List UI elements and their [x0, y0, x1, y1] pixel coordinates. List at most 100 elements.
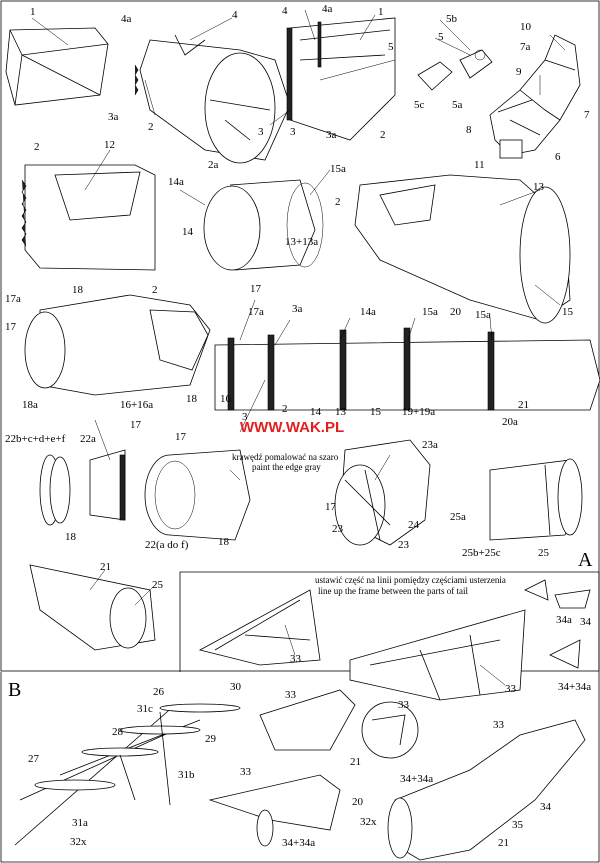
- label: 4: [232, 9, 238, 21]
- label: 31a: [72, 817, 88, 829]
- label: 3a: [108, 111, 119, 123]
- label: 18: [65, 531, 77, 543]
- label: 21: [100, 561, 111, 573]
- note-polish: ustawić część na linii pomiędzy częściam…: [315, 575, 506, 585]
- part-16-tail-section: [24, 294, 211, 396]
- label: 3: [242, 411, 248, 423]
- label: 16: [220, 393, 232, 405]
- part-21-tail-cone: [29, 564, 156, 651]
- label: 28: [112, 726, 124, 738]
- label: 21: [350, 756, 361, 768]
- label: 2: [282, 403, 288, 415]
- part-22-bulkheads: [39, 449, 126, 526]
- leader-lines: [31, 9, 566, 686]
- part-1-template-sheet: [286, 17, 396, 141]
- label: 34: [580, 616, 592, 628]
- label: 3: [290, 126, 296, 138]
- label: 15a: [330, 163, 346, 175]
- label: 26: [153, 686, 165, 698]
- label: 17: [175, 431, 187, 443]
- label: 2: [152, 284, 158, 296]
- label: 14a: [360, 306, 376, 318]
- label: 3: [258, 126, 264, 138]
- label: 18: [218, 536, 230, 548]
- label: 25a: [450, 511, 466, 523]
- label: 14: [182, 226, 194, 238]
- label: 33: [285, 689, 297, 701]
- label: 24: [408, 519, 420, 531]
- part-34-small-parts: [524, 579, 591, 669]
- label: 4: [282, 5, 288, 17]
- label: 17: [325, 501, 337, 513]
- part-23-section: [334, 439, 431, 546]
- label: 6: [555, 151, 561, 163]
- website-url: WWW.WAK.PL: [240, 419, 344, 436]
- label: 17: [5, 321, 17, 333]
- part-33-vertical-fin: [198, 589, 321, 666]
- label: 22b+c+d+e+f: [5, 433, 66, 445]
- label: 23: [398, 539, 410, 551]
- label: 3a: [292, 303, 303, 315]
- label: 35: [512, 819, 524, 831]
- label: 20: [450, 306, 462, 318]
- label: 4a: [121, 13, 132, 25]
- note-english: line up the frame between the parts of t…: [318, 586, 468, 596]
- label: 10: [520, 21, 532, 33]
- label: 18: [72, 284, 84, 296]
- part-2-21-fuselage-strip: [214, 327, 600, 411]
- label: 34: [540, 801, 552, 813]
- label: 15a: [422, 306, 438, 318]
- label: 13+13a: [285, 236, 318, 248]
- part-26-31-stabilizer-frame: [14, 703, 241, 846]
- label: 30: [230, 681, 242, 693]
- label: 2: [380, 129, 386, 141]
- label: 5: [388, 41, 394, 53]
- label: 25b+25c: [462, 547, 501, 559]
- label: 5b: [446, 13, 458, 25]
- label: 13: [335, 406, 347, 418]
- part-1-panel: [5, 27, 109, 106]
- label: 13: [533, 181, 545, 193]
- label: 22a: [80, 433, 96, 445]
- part-33-horizontal-stab: [208, 689, 356, 847]
- label: 17: [130, 419, 142, 431]
- label: 16+16a: [120, 399, 153, 411]
- label: 5c: [414, 99, 425, 111]
- label: 33: [240, 766, 252, 778]
- label: 32x: [70, 836, 87, 848]
- part-17-ring: [144, 449, 251, 541]
- label: 12: [104, 139, 115, 151]
- label: 15: [562, 306, 574, 318]
- label: 33: [290, 653, 302, 665]
- note-english: paint the edge gray: [252, 462, 321, 472]
- part-13-fuselage-section: [354, 174, 571, 324]
- label: 15: [370, 406, 382, 418]
- label: 1: [30, 6, 36, 18]
- label: 33: [505, 683, 517, 695]
- label: 8: [466, 124, 472, 136]
- part-2-cockpit-section: [134, 34, 291, 164]
- label: 2: [34, 141, 40, 153]
- label: 33: [398, 699, 410, 711]
- label: 33: [493, 719, 505, 731]
- label: 34a: [556, 614, 572, 626]
- label: 1: [378, 6, 384, 18]
- label: 21: [518, 399, 529, 411]
- part-6-11-seat: [489, 34, 581, 159]
- label: 32x: [360, 816, 377, 828]
- label: 5a: [452, 99, 463, 111]
- label: 25: [152, 579, 164, 591]
- label: 7a: [520, 41, 531, 53]
- label: 17a: [248, 306, 264, 318]
- part-2-fuselage-section: [21, 164, 156, 271]
- label: 31b: [178, 769, 195, 781]
- label: 2: [148, 121, 154, 133]
- label: 34+34a: [558, 681, 591, 693]
- section-b-labels: ustawić część na linii pomiędzy częściam…: [8, 575, 592, 849]
- label: 15a: [475, 309, 491, 321]
- label: 22(a do f): [145, 539, 189, 551]
- label: 2a: [208, 159, 219, 171]
- note-polish: krawędź pomalować na szaro: [232, 452, 339, 462]
- label: 17: [250, 283, 262, 295]
